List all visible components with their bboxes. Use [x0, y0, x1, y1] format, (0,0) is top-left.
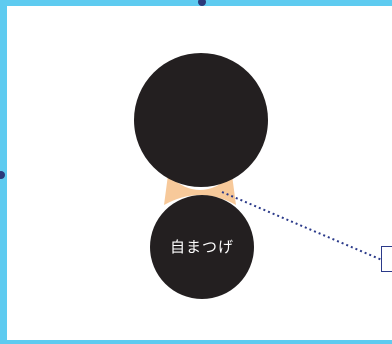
- upper-circle: [134, 53, 268, 187]
- callout-box[interactable]: [381, 246, 392, 272]
- natural-lash-label: 自まつげ: [150, 236, 254, 257]
